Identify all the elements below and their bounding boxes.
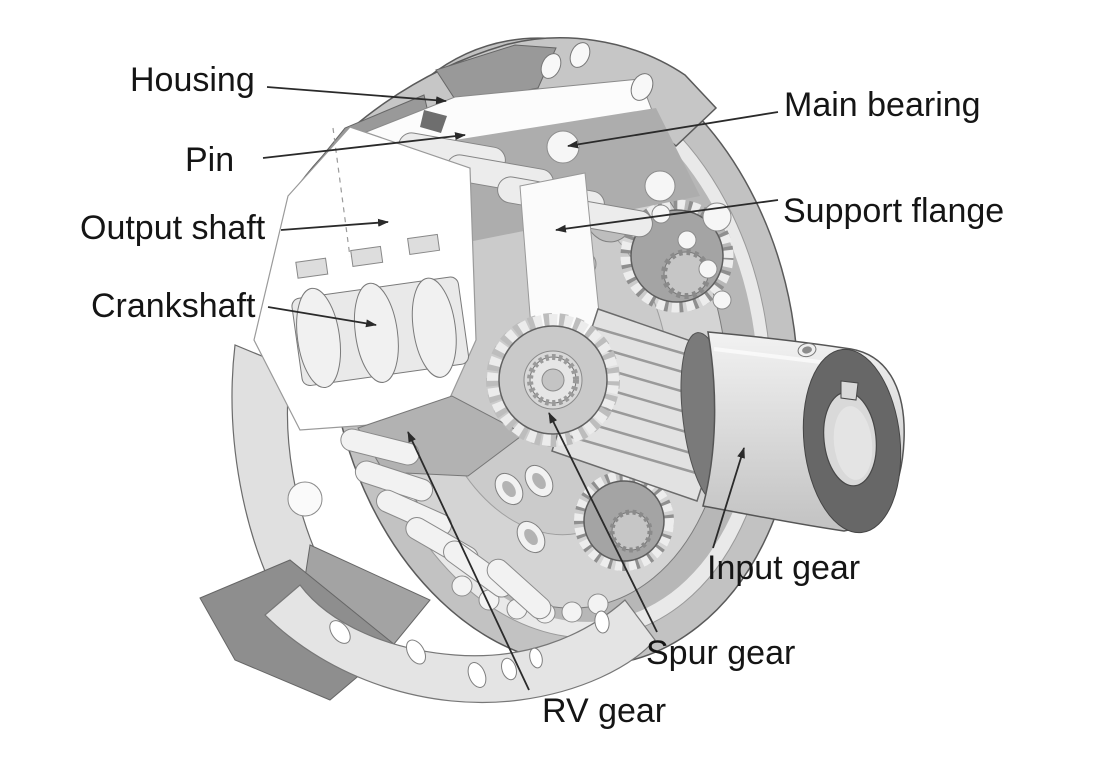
label-housing: Housing — [130, 61, 255, 99]
spur-gear-graphic — [486, 313, 620, 447]
label-input-gear: Input gear — [707, 549, 861, 587]
label-pin: Pin — [185, 141, 235, 179]
input-gear-keyway — [840, 380, 859, 401]
label-output-shaft: Output shaft — [80, 209, 266, 247]
label-main-bearing: Main bearing — [784, 86, 981, 124]
housing-bolt-holes — [540, 42, 654, 101]
label-spur-gear: Spur gear — [646, 634, 796, 672]
label-crankshaft: Crankshaft — [91, 287, 256, 325]
housing-notch — [420, 110, 447, 133]
main-bearing-ball-large — [546, 130, 580, 164]
label-support-flange: Support flange — [783, 192, 1005, 230]
crankshaft-graphic — [291, 233, 470, 389]
label-rv-gear: RV gear — [542, 692, 667, 730]
input-gear-graphic — [680, 331, 905, 534]
